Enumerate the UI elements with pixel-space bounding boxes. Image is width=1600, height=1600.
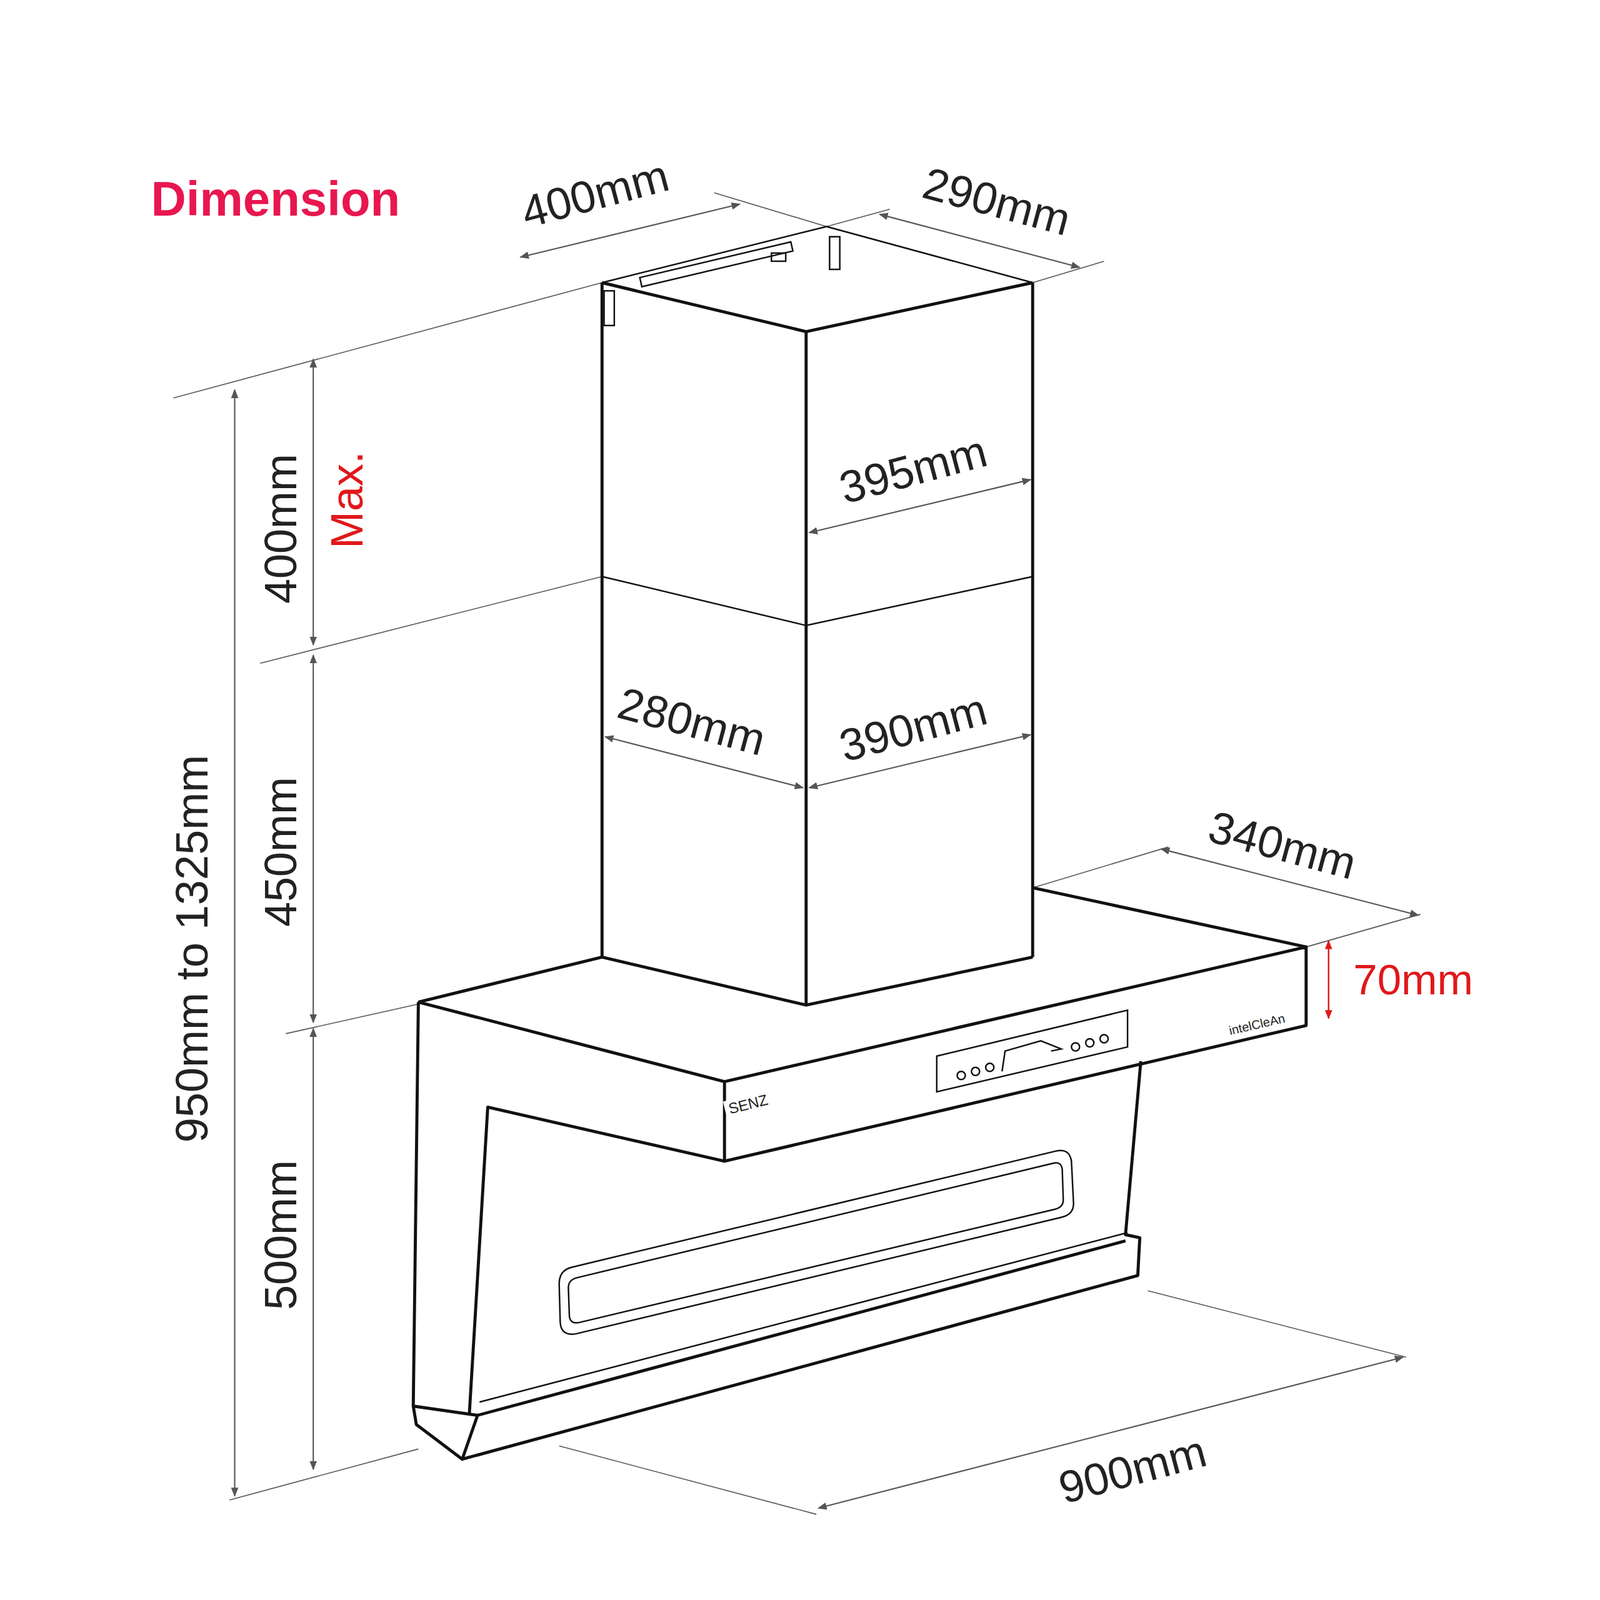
dimension-label: 280mm: [609, 678, 774, 765]
dimension-lines: [235, 204, 1419, 1509]
dimension-label: 290mm: [915, 157, 1080, 245]
dimension-label: 950mm to 1325mm: [168, 751, 216, 1147]
dimension-label: 390mm: [831, 684, 996, 772]
hood-body: [413, 887, 1307, 1459]
dimension-label: 70mm: [1349, 956, 1477, 1003]
diagram-title: Dimension: [146, 173, 404, 225]
dimension-label: 500mm: [256, 1155, 305, 1314]
hood-details: [479, 1010, 1128, 1402]
dimension-label: 400mm: [512, 150, 677, 238]
dimension-label: 340mm: [1200, 801, 1365, 889]
max-note: Max.: [323, 447, 371, 553]
dimension-label: 400mm: [256, 450, 305, 608]
height-dimension: [1327, 940, 1329, 1019]
dimension-label: 900mm: [1050, 1426, 1215, 1514]
extension-lines: [173, 193, 1421, 1515]
chimney-details: [601, 226, 1033, 625]
chimney: [601, 282, 1033, 1005]
brand-label: intelCleAn: [1223, 1010, 1290, 1040]
dimension-label: 395mm: [831, 426, 996, 514]
dimension-label: 450mm: [256, 773, 305, 931]
brand-label: SENZ: [722, 1090, 774, 1119]
